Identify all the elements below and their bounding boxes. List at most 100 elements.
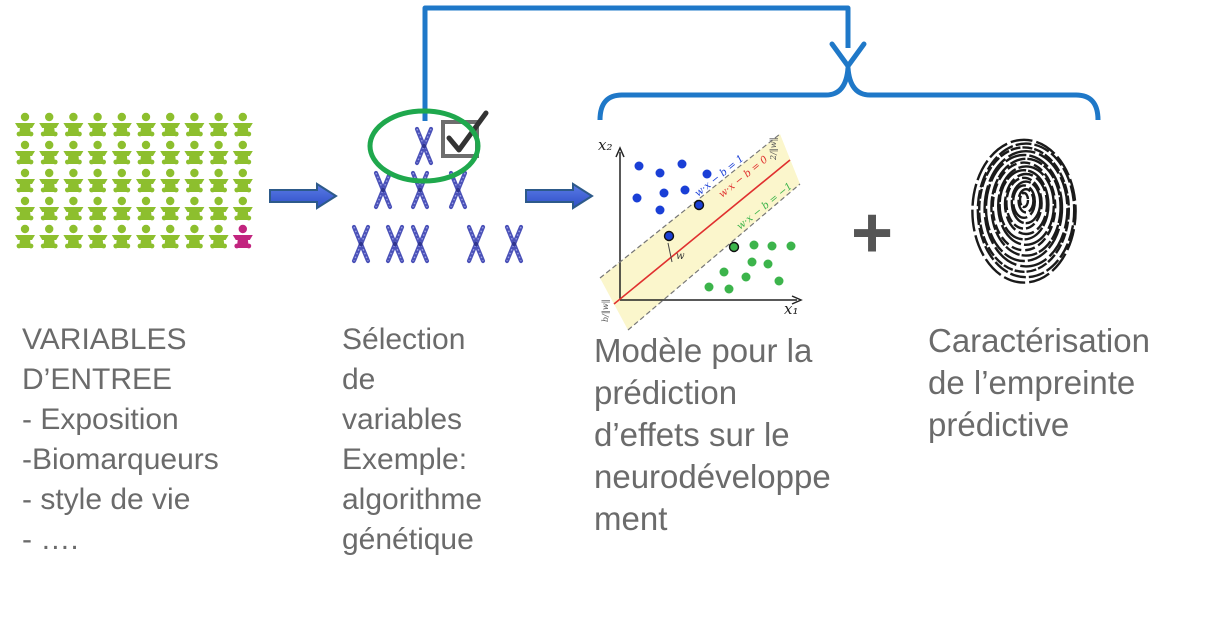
person-icon: [160, 140, 181, 165]
green-point: [728, 241, 740, 253]
arrow-to-model-icon: [525, 182, 594, 210]
person-icon: [39, 168, 60, 193]
person-icon: [39, 196, 60, 221]
green-point: [747, 257, 757, 267]
person-icon: [232, 168, 253, 193]
blue-point: [659, 188, 669, 198]
person-icon: [111, 168, 132, 193]
person-icon: [184, 196, 205, 221]
margin-line-lower: [627, 183, 801, 331]
person-icon: [160, 196, 181, 221]
w-label: w: [676, 251, 685, 262]
person-icon: [15, 196, 35, 221]
fingerprint-ridge: [1003, 172, 1049, 236]
fingerprint-label-line: prédictive: [928, 406, 1070, 443]
selection-label-line: Exemple:: [342, 443, 468, 476]
person-icon: [39, 224, 60, 249]
person-icon: [160, 224, 181, 249]
person-icon: [184, 140, 205, 165]
blue-point: [693, 199, 705, 211]
green-point: [767, 241, 777, 251]
green-point: [704, 282, 714, 292]
green-point: [786, 241, 796, 251]
w-vector: [667, 242, 673, 263]
person-icon: [136, 112, 156, 137]
green-point: [749, 240, 759, 250]
selection-label-line: génétique: [342, 523, 474, 556]
person-icon: [63, 112, 84, 137]
person-icon: [184, 224, 205, 249]
fingerprint-ridge: [991, 161, 1057, 252]
fingerprint-ridge: [978, 146, 1071, 274]
person-icon: [136, 168, 156, 193]
person-icon: [111, 196, 132, 221]
inputs-label-line: - style de vie: [22, 483, 191, 516]
green-point: [774, 276, 784, 286]
model-label-line: ment: [594, 500, 668, 537]
grouping-brace: [597, 65, 1101, 121]
selection-label-line: Sélection: [342, 323, 466, 356]
blue-point: [634, 161, 644, 171]
blue-point: [702, 169, 712, 179]
blue-point: [677, 159, 687, 169]
inputs-label-line: - ….: [22, 523, 79, 556]
chromosome-pyramid: [351, 126, 524, 264]
selection-label: Sélection de variables Exemple: algorith…: [342, 320, 482, 560]
fingerprint-ridge: [1018, 191, 1030, 209]
inputs-label: VARIABLES D’ENTREE - Exposition -Biomarq…: [22, 320, 219, 560]
person-icon: [232, 140, 253, 165]
person-icon: [87, 224, 108, 249]
inputs-label-line: -Biomarqueurs: [22, 443, 219, 476]
green-point: [763, 259, 773, 269]
selection-label-line: algorithme: [342, 483, 483, 516]
blue-point: [655, 205, 665, 215]
person-icon: [63, 168, 84, 193]
x1-axis-label: x₁: [784, 300, 798, 318]
arrow-to-selection-icon: [269, 182, 338, 210]
inputs-label-line: - Exposition: [22, 403, 179, 436]
margin-band: [600, 134, 800, 330]
inputs-label-line: D’ENTREE: [22, 363, 173, 396]
x2-axis-label: x₂: [598, 136, 612, 154]
fingerprint-label-line: Caractérisation: [928, 322, 1150, 359]
person-icon: [232, 196, 253, 221]
chromosome-icon: [373, 170, 393, 210]
fingerprint-ridge: [976, 142, 1076, 279]
model-label: Modèle pour la prédiction d’effets sur l…: [594, 330, 831, 540]
model-label-line: Modèle pour la: [594, 332, 813, 369]
model-label-line: neurodéveloppe: [594, 458, 831, 495]
person-icon: [63, 224, 84, 249]
blue-point: [680, 185, 690, 195]
fingerprint-label: Caractérisation de l’empreinte prédictiv…: [928, 320, 1150, 446]
person-icon: [111, 112, 132, 137]
chromosome-icon: [410, 224, 430, 264]
blue-point: [632, 193, 642, 203]
fingerprint-ridge: [1005, 176, 1043, 230]
plus-sign: +: [851, 193, 893, 273]
chromosome-icon: [466, 224, 486, 264]
hyperplane-line: [613, 159, 791, 305]
person-icon: [63, 196, 84, 221]
people-grid-icon: [15, 112, 253, 249]
inputs-label-line: VARIABLES: [22, 323, 187, 356]
fingerprint-ridge: [997, 165, 1056, 247]
feedback-loop-line: [422, 5, 851, 121]
person-icon: [136, 224, 156, 249]
chromosome-icon: [414, 126, 434, 166]
person-icon: [136, 140, 156, 165]
green-point: [741, 272, 751, 282]
selection-circle: [367, 108, 481, 184]
chromosome-icon: [385, 224, 405, 264]
person-icon: [87, 112, 108, 137]
person-icon: [15, 140, 35, 165]
fingerprint-ridge: [983, 150, 1069, 268]
person-icon: [87, 196, 108, 221]
person-icon: [232, 224, 253, 249]
person-icon: [15, 112, 35, 137]
person-icon: [15, 168, 35, 193]
blue-point: [655, 168, 665, 178]
person-icon: [208, 168, 229, 193]
green-point: [724, 284, 734, 294]
offset-label: b/‖w‖: [601, 299, 610, 322]
model-label-line: prédiction: [594, 374, 738, 411]
